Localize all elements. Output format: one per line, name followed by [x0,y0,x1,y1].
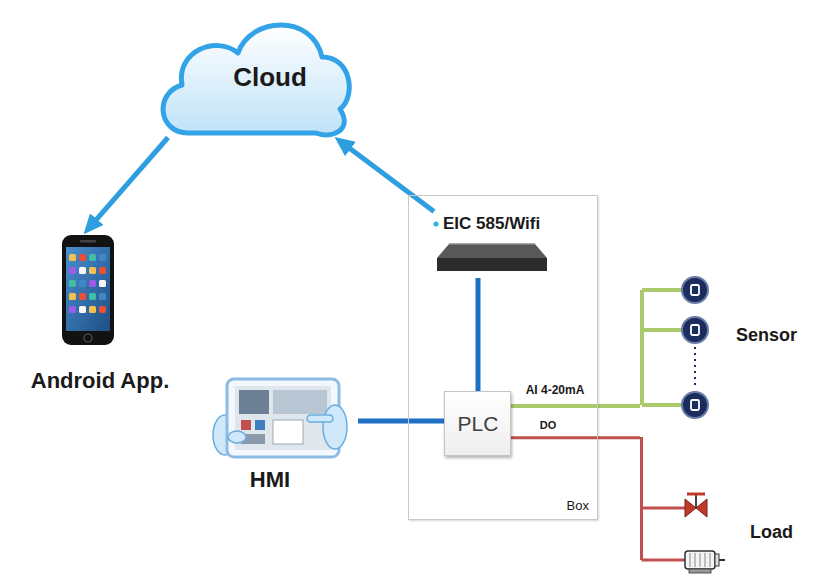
decor-rect [691,400,699,410]
connector-line [476,278,481,391]
decor-polygon [685,499,696,517]
gateway-device: EIC 585/Wifi [431,214,556,278]
decor-rect [273,390,327,414]
decor-rect [685,551,715,569]
decor-rect [99,293,106,300]
decor-line [694,347,696,389]
decor-rect [691,325,699,335]
node-label: PLC [458,412,499,436]
decor-rect [99,280,106,287]
decor-line [705,553,706,567]
load-group: Load [640,430,805,575]
connector-line [339,141,434,212]
decor-rect [241,420,251,430]
decor-rect [691,285,699,295]
decor-rect [239,390,269,414]
node-label: Box [567,499,589,514]
decor-line [719,559,725,561]
decor-rect [89,306,96,313]
decor-rect [99,254,106,261]
load-group-art [640,430,805,575]
decor-line [642,403,682,407]
decor-rect [89,280,96,287]
plc-box: PLC [444,391,511,456]
node-label: HMI [250,467,290,492]
connector-line [88,138,168,230]
node-label: Sensor [736,325,797,346]
decor-rect [273,420,303,444]
decor-line [642,288,682,292]
decor-circle [434,222,439,227]
decor-rect [79,267,86,274]
decor-circle [682,317,708,343]
decor-rect [69,306,76,313]
decor-line [700,553,701,567]
decor-rect [89,293,96,300]
hmi-tablet: HMI [215,375,350,495]
signal-label: DO [538,419,559,431]
decor-line [640,437,643,560]
decor-line [710,553,711,567]
decor-line [687,493,705,496]
sensor-group-art [640,275,812,420]
decor-rect [69,267,76,274]
decor-path [163,25,349,135]
decor-rect [715,554,719,566]
enclosure-box: Box EIC 585/WifiPLC [408,195,598,520]
decor-rect [62,235,114,345]
decor-rect [307,415,333,422]
decor-circle [682,277,708,303]
connector-line [511,404,640,408]
decor-circle [682,392,708,418]
decor-rect [227,379,339,457]
decor-ellipse [228,431,246,443]
decor-line [690,553,691,567]
decor-polygon [437,244,547,258]
decor-rect [79,254,86,261]
decor-line [695,553,696,567]
decor-rect [69,293,76,300]
decor-circle [84,334,92,342]
decor-rect [89,267,96,274]
decor-line [642,559,686,562]
decor-rect [79,280,86,287]
decor-line [640,290,644,405]
cloud-shape: Cloud [150,5,355,155]
decor-rect [255,420,265,430]
decor-rect [69,280,76,287]
decor-line [695,495,697,508]
decor-rect [66,247,110,331]
decor-polygon [696,499,707,517]
decor-rect [89,254,96,261]
decor-rect [99,267,106,274]
node-label: Load [750,522,793,543]
signal-label: AI 4-20mA [524,384,587,397]
decor-rect [79,293,86,300]
sensor-group: Sensor [640,275,812,420]
node-label: Android App. [31,368,170,393]
decor-line [642,507,686,510]
decor-rect [437,258,547,271]
connector-line [511,436,640,439]
decor-rect [80,240,96,243]
decor-rect [689,569,711,573]
node-label: EIC 585/Wifi [443,214,540,234]
decor-rect [79,306,86,313]
decor-rect [99,306,106,313]
decor-line [642,328,682,332]
node-label: Cloud [233,63,307,93]
connector-line [358,419,444,424]
decor-rect [69,254,76,261]
decor-ellipse [323,405,347,449]
decor-line [449,243,535,245]
phone-icon: Android App. [10,232,190,402]
